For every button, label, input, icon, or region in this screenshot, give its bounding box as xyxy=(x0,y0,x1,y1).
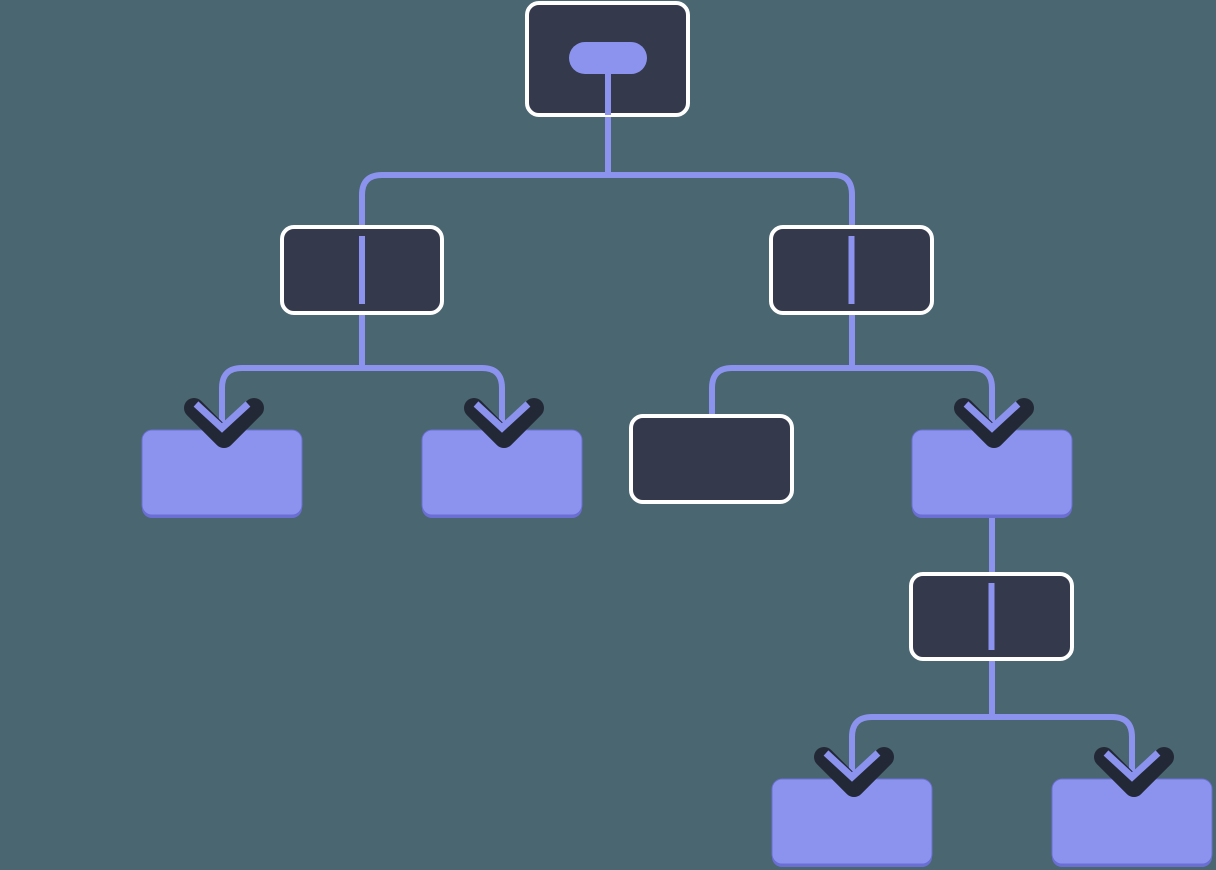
chevron-down-icon-light xyxy=(473,401,531,433)
arrowhead-leaf-bottom-one xyxy=(814,747,894,797)
arrowheads-group xyxy=(184,398,1174,797)
node-left-branch-node[interactable] xyxy=(280,225,444,315)
edges-group xyxy=(219,115,1135,779)
chevron-down-icon-dark xyxy=(814,747,894,797)
node-root-node[interactable] xyxy=(525,1,690,117)
nodes-group xyxy=(141,1,1213,867)
node-right-branch-node[interactable] xyxy=(769,225,934,315)
node-branch-light-node[interactable] xyxy=(911,429,1073,518)
chevron-down-icon-dark xyxy=(1094,747,1174,797)
node-leaf-bottom-one[interactable] xyxy=(771,778,933,867)
chevron-down-icon-light xyxy=(193,401,251,433)
right-node-to-children-connector xyxy=(709,313,995,430)
node-sub-branch-dark-node[interactable] xyxy=(909,572,1074,661)
node-body[interactable] xyxy=(629,414,794,504)
left-node-to-leaves-connector xyxy=(219,313,505,430)
root-to-children-connector xyxy=(359,115,855,227)
arrowhead-leaf-left-two xyxy=(464,398,544,448)
node-leaf-left-one[interactable] xyxy=(141,429,303,518)
node-terminal-dark-node[interactable] xyxy=(629,414,794,504)
sub-branch-to-leaves-connector xyxy=(849,659,1135,779)
arrowhead-branch-light-node xyxy=(954,398,1034,448)
chevron-down-icon-light xyxy=(963,401,1021,433)
arrowhead-leaf-left-one xyxy=(184,398,264,448)
node-leaf-left-two[interactable] xyxy=(421,429,583,518)
chevron-down-icon-dark xyxy=(464,398,544,448)
arrowhead-leaf-bottom-two xyxy=(1094,747,1174,797)
chevron-down-icon-light xyxy=(1103,750,1161,782)
chevron-down-icon-dark xyxy=(184,398,264,448)
chevron-down-icon-dark xyxy=(954,398,1034,448)
node-leaf-bottom-two[interactable] xyxy=(1051,778,1213,867)
chevron-down-icon-light xyxy=(823,750,881,782)
